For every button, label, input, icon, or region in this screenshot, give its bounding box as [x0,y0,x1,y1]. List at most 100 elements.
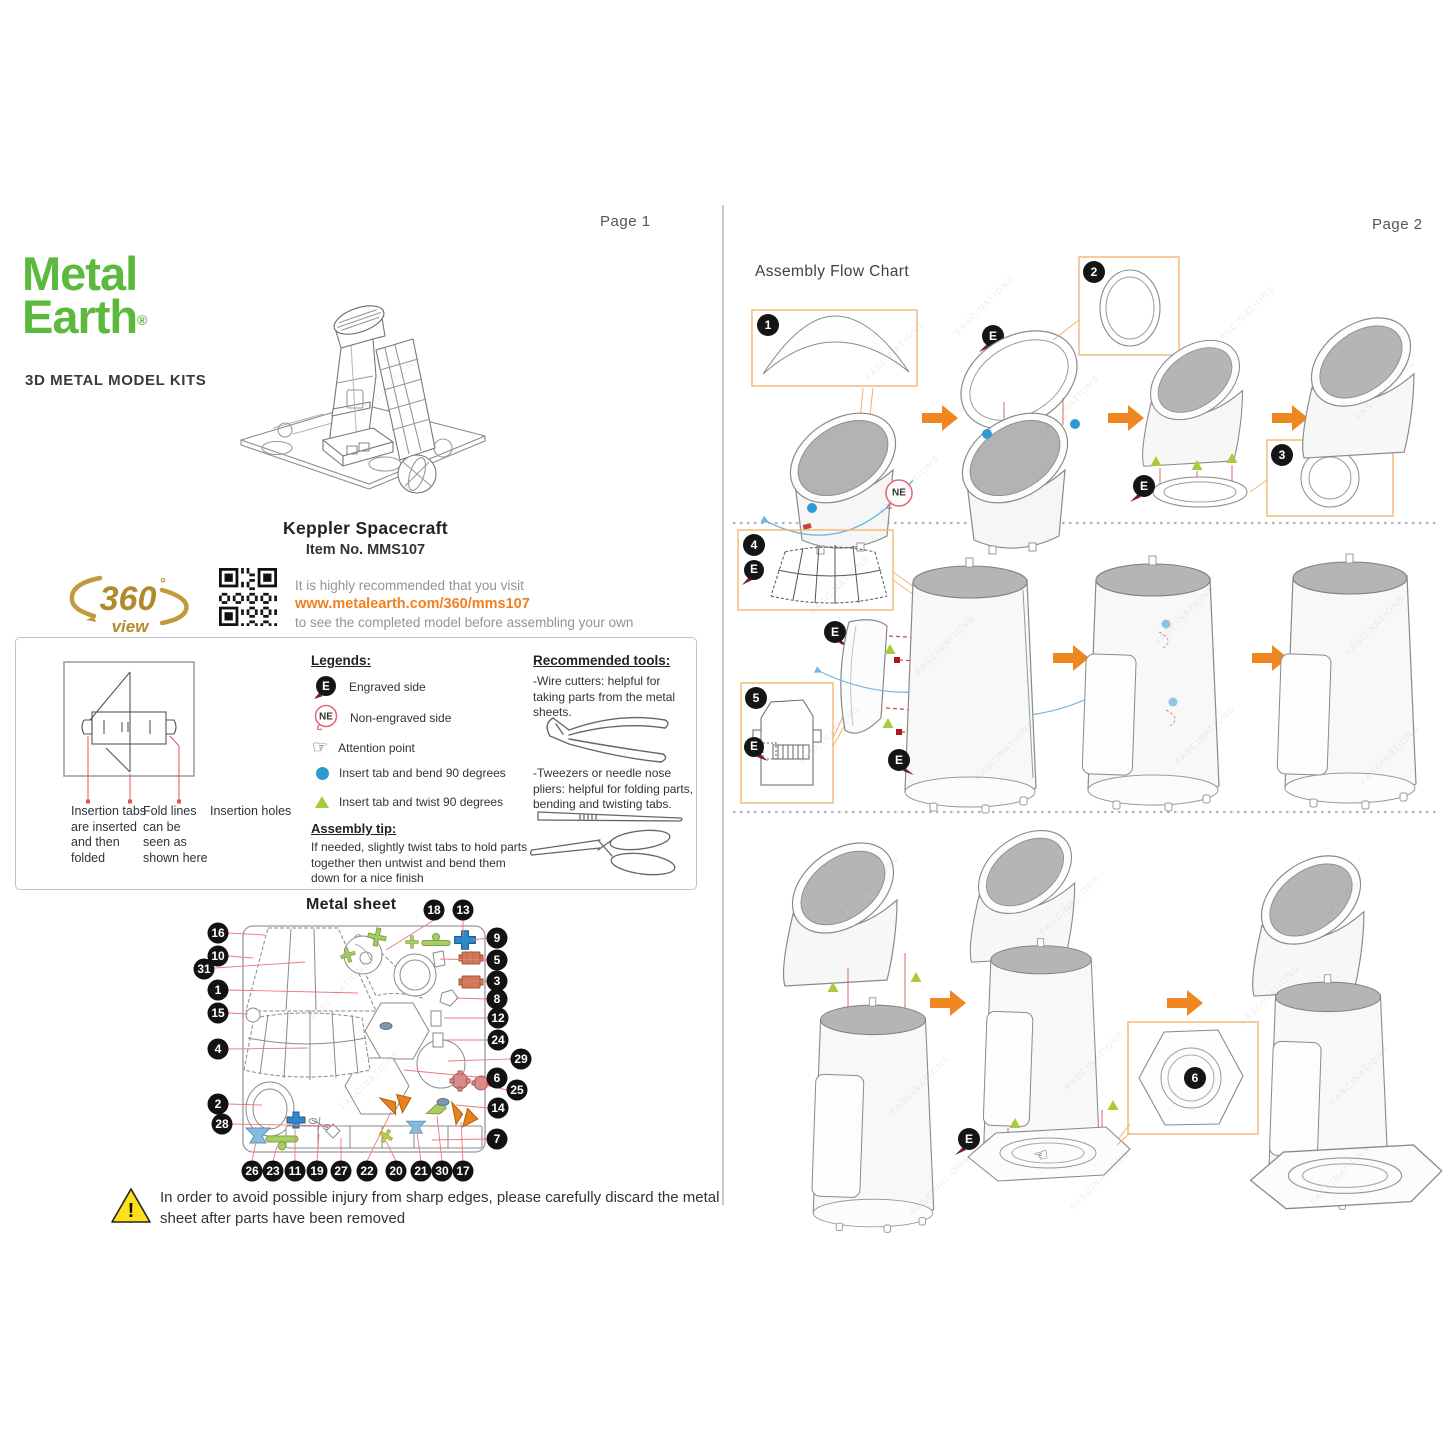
svg-text:4: 4 [215,1042,222,1056]
svg-text:26: 26 [245,1164,259,1178]
svg-text:E: E [989,329,997,343]
inset-box-part1 [751,309,918,387]
flow-row-1: 1 NE E 2 [751,256,1428,555]
flow-arrow [1053,645,1089,671]
360-view-logo: 360 ° view [69,575,189,636]
spacecraft-drawing [240,305,486,494]
inset-box-part2 [1078,256,1180,356]
engraved-badge-icon: E [314,676,336,699]
legends-title: Legends: [311,653,372,668]
tweezers-text: -Tweezers or needle nose pliers: helpful… [533,766,694,812]
product-item-number: Item No. MMS107 [305,542,426,558]
svg-text:6: 6 [494,1071,501,1085]
svg-text:E: E [750,564,758,576]
svg-text:7: 7 [494,1132,501,1146]
page-divider [722,205,724,1205]
svg-text:19: 19 [310,1164,324,1178]
legend-insert-bend: Insert tab and bend 90 degrees [316,766,506,780]
svg-text:1: 1 [765,318,772,332]
legend-non-engraved: NE Non-engraved side [312,704,451,732]
flow-arrow [1108,405,1144,431]
flow-arrow [930,990,966,1016]
fold-lines-label: Fold lines can be seen as shown here [143,804,208,865]
registered-mark: ® [137,312,147,329]
insertion-diagram [63,661,195,804]
blue-dot-icon [316,766,329,780]
svg-text:23: 23 [266,1164,280,1178]
svg-text:8: 8 [494,992,501,1006]
part3-badge: 3 [1271,444,1293,466]
assembly-flow-chart-title: Assembly Flow Chart [755,263,910,280]
non-engraved-badge: NE [885,479,913,510]
svg-text:15: 15 [211,1006,225,1020]
svg-text:E: E [750,741,758,753]
svg-text:E: E [1140,479,1148,493]
part-callouts: 16 10 31 1 15 4 2 28 18 13 9 5 3 8 12 24… [193,899,532,1182]
qr-code [219,568,277,626]
side-panel-part [840,619,888,734]
metal-earth-logo: Metal Earth® [22,250,148,344]
assembly-tip-text: If needed, slightly twist tabs to hold p… [311,840,528,886]
svg-text:14: 14 [491,1101,505,1115]
flow-row-3: ☜ E 6 [774,812,1443,1233]
svg-text:20: 20 [389,1164,403,1178]
page1-label: Page 1 [600,213,651,230]
svg-text:E: E [831,625,839,639]
legend-engraved: E Engraved side [313,674,426,700]
svg-text:27: 27 [334,1164,348,1178]
svg-text:!: ! [128,1200,135,1222]
flow-arrow [1167,990,1203,1016]
metal-sheet-title: Metal sheet [306,896,397,913]
product-name: Keppler Spacecraft [283,518,448,538]
svg-text:18: 18 [427,903,441,917]
svg-text:3: 3 [1279,448,1286,462]
svg-text:6: 6 [1192,1071,1199,1085]
inset-box-part5 [740,682,834,804]
svg-text:25: 25 [510,1083,524,1097]
svg-text:2: 2 [215,1097,222,1111]
legend-panel: Insertion tabs are inserted and then fol… [15,637,697,890]
svg-text:30: 30 [435,1164,449,1178]
svg-text:11: 11 [289,1164,302,1178]
recommendation-text: It is highly recommended that you visit … [295,577,715,632]
page2-label: Page 2 [1372,216,1423,233]
svg-text:NE: NE [319,712,333,723]
svg-text:view: view [112,617,151,636]
flow-arrow [1272,405,1308,431]
svg-text:°: ° [160,575,166,591]
svg-text:360: 360 [100,580,157,618]
attention-hand-icon: ☞ [312,737,329,757]
green-triangle-icon [315,796,329,808]
svg-text:22: 22 [360,1164,374,1178]
svg-text:10: 10 [211,949,225,963]
svg-text:5: 5 [753,691,760,705]
recommendation-url: www.metalearth.com/360/mms107 [295,595,530,612]
svg-text:31: 31 [197,962,211,976]
svg-text:E: E [322,681,330,693]
svg-text:29: 29 [514,1052,528,1066]
part4-badge: 4 [743,534,765,556]
brand-tagline: 3D METAL MODEL KITS [25,372,207,389]
assembly-flow-chart: 1 NE E 2 [733,256,1443,1233]
inset-box-part4 [737,529,894,611]
tweezers-pliers-icon [529,811,683,876]
metal-sheet-diagram: 16 10 31 1 15 4 2 28 18 13 9 5 3 8 12 24… [193,899,532,1182]
attention-hand-icon: ☜ [1032,1145,1051,1167]
part5-badge: 5 [745,687,767,709]
svg-text:NE: NE [892,488,906,499]
logo-word-earth: Earth® [22,290,148,344]
svg-text:5: 5 [494,953,501,967]
svg-text:3: 3 [494,974,501,988]
svg-text:9: 9 [494,931,501,945]
flow-row-2: 4 E 5 E E [737,529,1417,814]
svg-text:28: 28 [215,1117,229,1131]
engraved-badge: E [1130,475,1155,502]
tools-title: Recommended tools: [533,653,671,668]
svg-text:1: 1 [215,983,222,997]
svg-text:E: E [965,1132,973,1146]
svg-text:13: 13 [456,903,470,917]
legend-attention: ☞ Attention point [312,737,415,757]
wire-cutters-text: -Wire cutters: helpful for taking parts … [533,674,676,720]
svg-text:4: 4 [751,538,758,552]
